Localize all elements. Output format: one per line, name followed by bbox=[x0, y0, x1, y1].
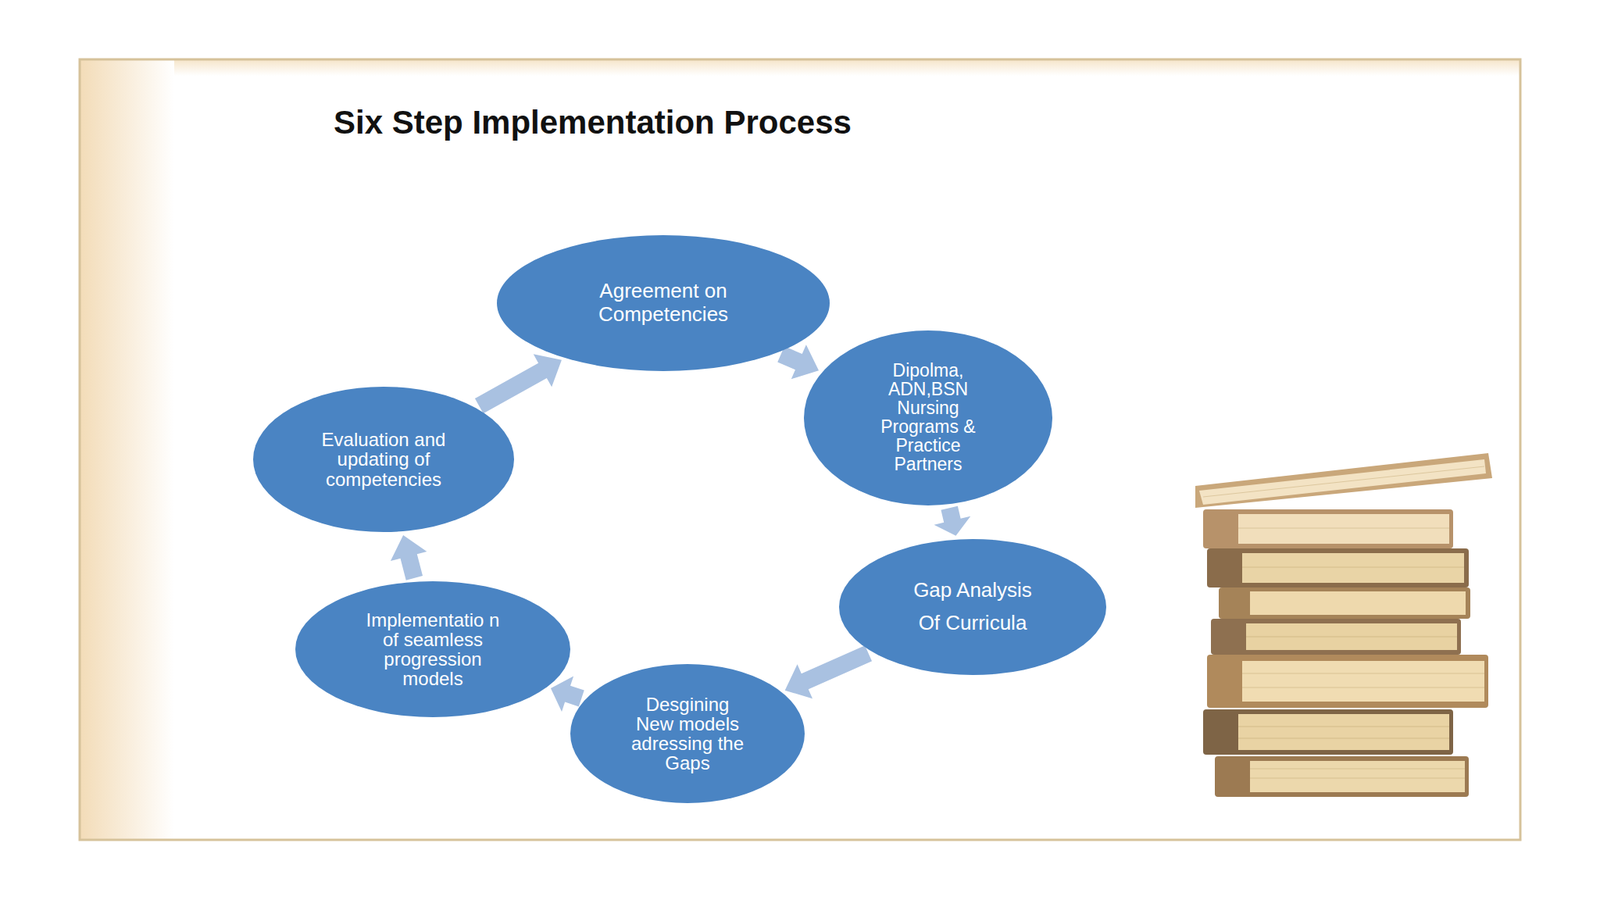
process-ellipse: Gap Analysis Of Curricula bbox=[839, 539, 1107, 675]
block-arrow bbox=[475, 353, 562, 414]
block-arrow bbox=[934, 506, 972, 536]
ellipse-fill bbox=[570, 664, 805, 804]
ellipse-fill bbox=[496, 235, 830, 372]
ellipse-fill bbox=[295, 581, 571, 718]
process-ellipse: Dipolma, ADN,BSN Nursing Programs & Prac… bbox=[803, 330, 1053, 506]
book-stack bbox=[1195, 453, 1493, 797]
block-arrow bbox=[550, 675, 585, 712]
slide-ground bbox=[79, 59, 1521, 840]
node-label: Dipolma, ADN,BSN Nursing Programs & Prac… bbox=[865, 361, 991, 474]
ellipse-fill bbox=[839, 539, 1107, 675]
top-shade bbox=[80, 60, 1520, 76]
ellipse-fill bbox=[253, 386, 515, 533]
node-label: Gap Analysis Of Curricula bbox=[904, 574, 1042, 640]
left-shade bbox=[80, 60, 175, 840]
ellipse-fill bbox=[803, 330, 1053, 506]
node-label: Desgining New models adressing the Gaps bbox=[628, 694, 747, 774]
node-label: Implementatio n of seamless progression … bbox=[364, 610, 502, 690]
block-arrow bbox=[390, 535, 427, 581]
process-ellipse: Agreement on Competencies bbox=[496, 235, 830, 372]
node-label: Evaluation and updating of competencies bbox=[321, 429, 447, 490]
process-ellipse: Implementatio n of seamless progression … bbox=[295, 581, 571, 718]
process-ellipse: Evaluation and updating of competencies bbox=[253, 386, 515, 533]
node-label: Agreement on Competencies bbox=[569, 279, 758, 327]
slide-title: Six Step Implementation Process bbox=[333, 103, 852, 143]
slide-border bbox=[79, 59, 1521, 840]
process-ellipse: Desgining New models adressing the Gaps bbox=[570, 664, 805, 804]
block-arrow bbox=[785, 645, 872, 699]
ellipse-shape bbox=[839, 539, 1107, 675]
